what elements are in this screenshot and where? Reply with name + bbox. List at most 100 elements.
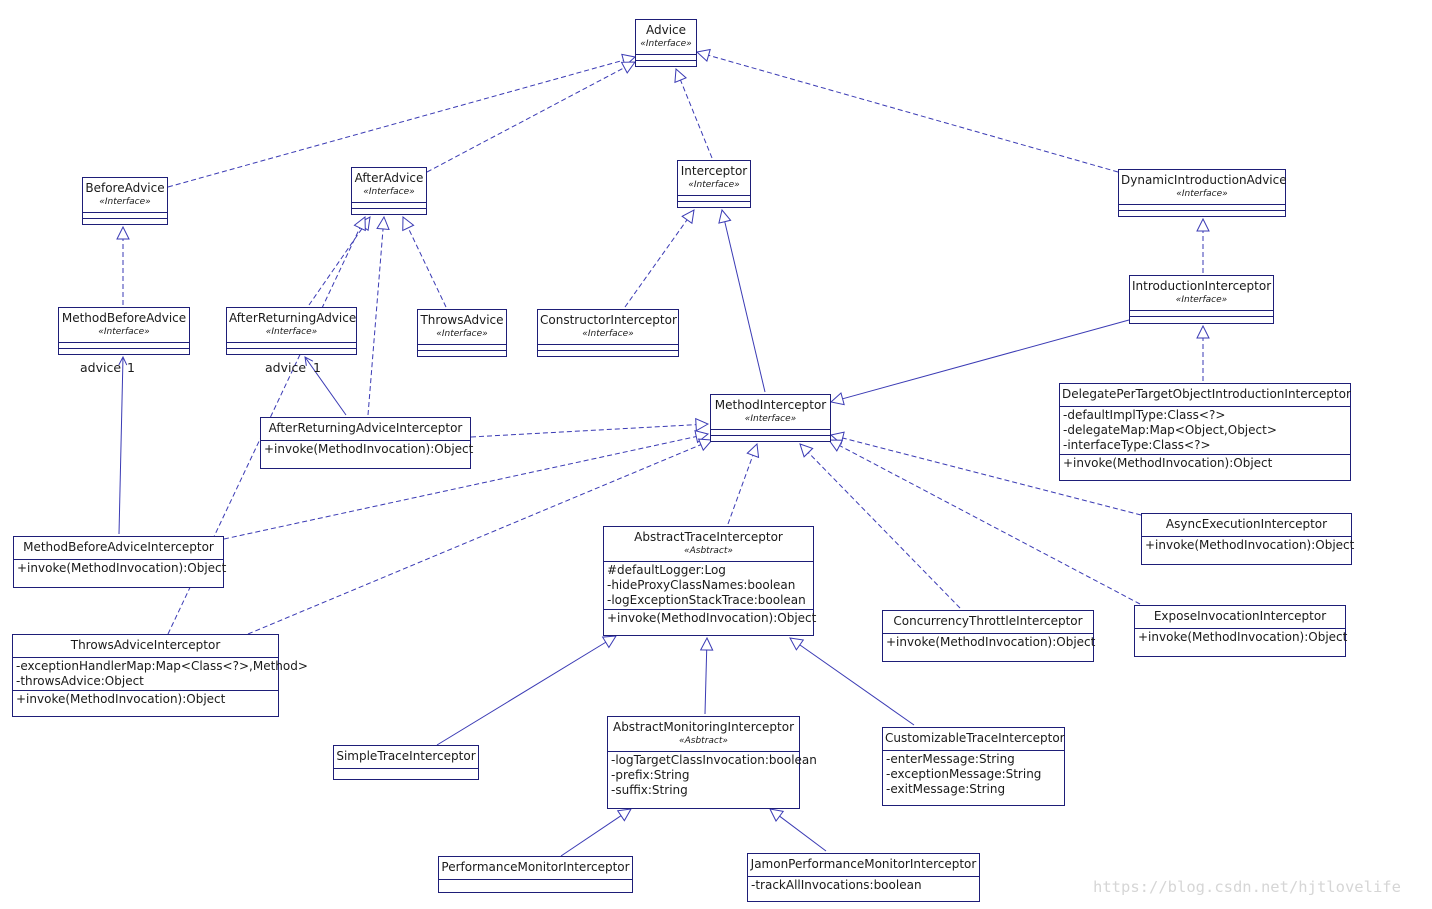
- class-operation: +invoke(MethodInvocation):Object: [1138, 630, 1348, 644]
- class-stereotype: «Interface»: [363, 187, 415, 197]
- class-delegate-per-target-object-introduction-interceptor[interactable]: DelegatePerTargetObjectIntroductionInter…: [1059, 383, 1351, 481]
- class-stereotype: «Interface»: [688, 180, 740, 190]
- class-introduction-interceptor[interactable]: IntroductionInterceptor«Interface»: [1129, 275, 1274, 324]
- class-name: PerformanceMonitorInterceptor: [441, 860, 630, 874]
- class-concurrency-throttle-interceptor[interactable]: ConcurrencyThrottleInterceptor +invoke(M…: [882, 610, 1095, 662]
- class-attribute: -exitMessage:String: [886, 782, 1006, 796]
- class-attribute: #defaultLogger:Log: [607, 563, 726, 577]
- class-attribute: -interfaceType:Class<?>: [1063, 438, 1211, 452]
- association-role-label: advice: [80, 360, 122, 375]
- class-simple-trace-interceptor[interactable]: SimpleTraceInterceptor: [333, 745, 479, 780]
- realization-line: [727, 455, 754, 525]
- class-attribute: -enterMessage:String: [886, 752, 1015, 766]
- generalization-line: [724, 221, 766, 393]
- generalization-line: [560, 815, 622, 857]
- inheritance-arrowhead: [746, 442, 760, 459]
- class-name: ThrowsAdvice: [420, 313, 504, 327]
- class-name: AsyncExecutionInterceptor: [1165, 517, 1328, 531]
- class-abstract-monitoring-interceptor[interactable]: AbstractMonitoringInterceptor«Asbtract» …: [607, 716, 817, 809]
- class-name: IntroductionInterceptor: [1132, 279, 1272, 293]
- class-abstract-trace-interceptor[interactable]: AbstractTraceInterceptor«Asbtract» #defa…: [603, 526, 817, 636]
- navigability-arrowhead: [304, 356, 314, 366]
- class-stereotype: «Interface»: [640, 39, 692, 49]
- class-stereotype: «Interface»: [436, 329, 488, 339]
- class-method-interceptor[interactable]: MethodInterceptor«Interface»: [710, 394, 831, 442]
- class-name: CustomizableTraceInterceptor: [885, 731, 1065, 745]
- generalization-line: [779, 815, 827, 852]
- class-attribute: -delegateMap:Map<Object,Object>: [1063, 423, 1277, 437]
- class-stereotype: «Interface»: [1176, 189, 1228, 199]
- class-customizable-trace-interceptor[interactable]: CustomizableTraceInterceptor -enterMessa…: [882, 727, 1065, 806]
- realization-line: [839, 445, 1141, 605]
- inheritance-arrowhead: [674, 67, 687, 84]
- class-advice[interactable]: Advice«Interface»: [635, 19, 697, 67]
- class-performance-monitor-interceptor[interactable]: PerformanceMonitorInterceptor: [438, 856, 633, 893]
- class-name: JamonPerformanceMonitorInterceptor: [750, 857, 977, 871]
- generalization-line: [704, 649, 708, 715]
- class-name: AfterReturningAdviceInterceptor: [268, 421, 463, 435]
- inheritance-arrowhead: [718, 208, 732, 224]
- class-constructor-interceptor[interactable]: ConstructorInterceptor«Interface»: [537, 309, 679, 357]
- class-dynamic-introduction-advice[interactable]: DynamicIntroductionAdvice«Interface»: [1118, 169, 1287, 217]
- class-attribute: -exceptionHandlerMap:Map<Class<?>,Method…: [16, 659, 308, 673]
- navigability-arrowhead: [118, 355, 128, 366]
- class-throws-advice[interactable]: ThrowsAdvice «Interface»: [417, 309, 507, 357]
- class-name: ExposeInvocationInterceptor: [1153, 609, 1327, 623]
- class-attribute: -logTargetClassInvocation:boolean: [611, 753, 817, 767]
- association-role-label: advice: [265, 360, 307, 375]
- realization-line: [247, 444, 702, 635]
- class-stereotype: «Interface»: [265, 327, 318, 337]
- class-stereotype: «Asbtract»: [679, 736, 728, 746]
- realization-line: [167, 59, 624, 188]
- inheritance-arrowhead: [789, 637, 805, 651]
- generalization-line: [799, 644, 915, 726]
- realization-line: [308, 226, 364, 306]
- association-line: [304, 356, 347, 416]
- class-method-before-advice-interceptor[interactable]: MethodBeforeAdviceInterceptor +invoke(Me…: [13, 536, 227, 588]
- class-after-returning-advice[interactable]: AfterReturningAdvice «Interface»: [226, 307, 357, 355]
- class-stereotype: «Interface»: [744, 414, 797, 424]
- class-operation: +invoke(MethodInvocation):Object: [17, 561, 227, 575]
- class-attribute: -suffix:String: [611, 783, 688, 797]
- class-operation: +invoke(MethodInvocation):Object: [264, 442, 474, 456]
- class-throws-advice-interceptor[interactable]: ThrowsAdviceInterceptor -exceptionHandle…: [12, 634, 308, 717]
- realization-line: [367, 228, 384, 416]
- class-interceptor[interactable]: Interceptor«Interface»: [677, 160, 751, 208]
- class-name: AbstractTraceInterceptor: [634, 530, 783, 544]
- class-name: ConcurrencyThrottleInterceptor: [893, 614, 1083, 628]
- realization-line: [808, 452, 961, 609]
- class-before-advice[interactable]: BeforeAdvice«Interface»: [82, 177, 168, 225]
- class-jamon-performance-monitor-interceptor[interactable]: JamonPerformanceMonitorInterceptor -trac…: [747, 853, 980, 902]
- class-name: AbstractMonitoringInterceptor: [612, 720, 795, 734]
- realization-line: [407, 227, 447, 308]
- realization-line: [426, 67, 625, 173]
- class-name: SimpleTraceInterceptor: [336, 749, 476, 763]
- association-line: [118, 356, 124, 535]
- class-expose-invocation-interceptor[interactable]: ExposeInvocationInterceptor +invoke(Meth…: [1134, 605, 1348, 657]
- inheritance-arrowhead: [699, 636, 714, 651]
- class-async-execution-interceptor[interactable]: AsyncExecutionInterceptor +invoke(Method…: [1141, 513, 1354, 565]
- watermark: https://blog.csdn.net/hjtlovelife: [1093, 878, 1401, 896]
- generalization-line: [842, 319, 1130, 400]
- inheritance-arrowhead: [769, 808, 785, 822]
- class-method-before-advice[interactable]: MethodBeforeAdvice«Interface»: [58, 307, 190, 355]
- class-name: AfterAdvice: [354, 171, 424, 185]
- class-name: AfterReturningAdvice: [229, 311, 357, 325]
- class-stereotype: «Interface»: [99, 197, 151, 207]
- class-attribute: -prefix:String: [611, 768, 690, 782]
- realization-line: [624, 219, 688, 308]
- inheritance-arrowhead: [1196, 217, 1210, 232]
- class-after-advice[interactable]: AfterAdvice «Interface»: [351, 167, 427, 215]
- inheritance-arrowhead: [695, 417, 710, 432]
- class-operation: +invoke(MethodInvocation):Object: [607, 611, 817, 625]
- inheritance-arrowhead: [620, 61, 636, 74]
- class-attribute: -exceptionMessage:String: [886, 767, 1042, 781]
- realization-line: [708, 54, 1119, 173]
- class-attribute: -throwsAdvice:Object: [16, 674, 144, 688]
- class-after-returning-advice-interceptor[interactable]: AfterReturningAdviceInterceptor +invoke(…: [260, 417, 474, 469]
- class-name: DelegatePerTargetObjectIntroductionInter…: [1062, 387, 1351, 401]
- class-name: MethodBeforeAdviceInterceptor: [23, 540, 214, 554]
- class-stereotype: «Interface»: [98, 327, 150, 337]
- realization-line: [842, 437, 1142, 516]
